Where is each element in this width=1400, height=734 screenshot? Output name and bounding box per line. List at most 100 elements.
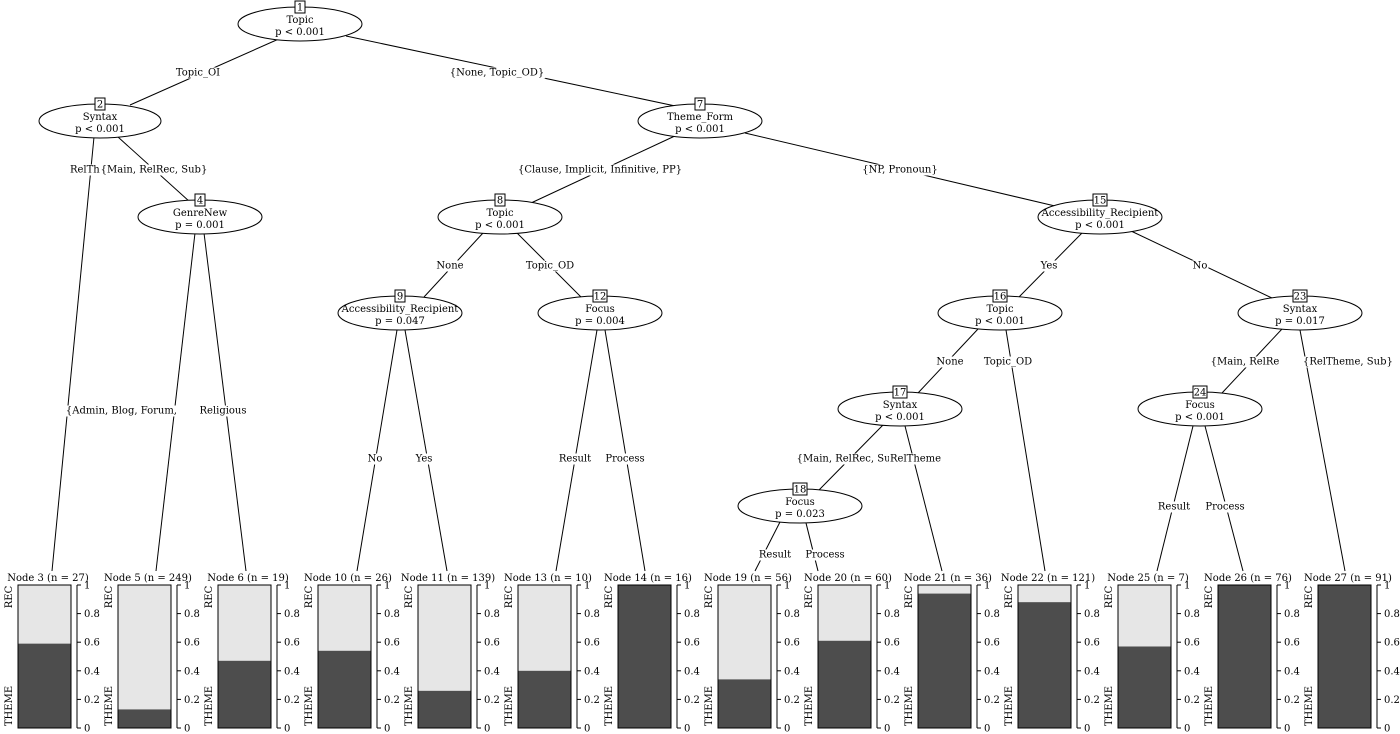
bar-label-theme: THEME — [704, 686, 715, 726]
bar-label-rec: REC — [1304, 585, 1315, 608]
bar-axis-tick-label: 1 — [884, 581, 890, 592]
edge-label-15-16: Yes — [1040, 261, 1058, 272]
bar-axis-tick-label: 1 — [1084, 581, 1090, 592]
bar-axis-tick-label: 0 — [1284, 724, 1290, 734]
bar-axis-tick-label: 0.2 — [584, 695, 600, 706]
bar-axis-tick-label: 0.4 — [584, 666, 600, 677]
bar-axis-tick-label: 0.8 — [884, 609, 900, 620]
edge-label-24-25: Result — [1158, 502, 1190, 513]
terminal-title: Node 19 (n = 56) — [704, 573, 792, 584]
node-id-box — [1192, 385, 1208, 399]
bar-theme-segment — [418, 690, 471, 728]
terminal-title: Node 22 (n = 121) — [1001, 573, 1095, 584]
node-id: 1 — [297, 3, 303, 14]
edge-label-bg — [174, 67, 222, 79]
bar-axis-tick-label: 0.4 — [684, 666, 700, 677]
edge-label-17-18: {Main, RelRec, Sub} — [797, 454, 904, 465]
bar-label-theme: THEME — [804, 686, 815, 726]
bar-frame — [1317, 584, 1372, 729]
bar-axis-tick-label: 0.6 — [784, 638, 800, 649]
node-variable: Topic — [286, 15, 314, 26]
bar-rec-segment — [1118, 585, 1171, 647]
bar-axis-tick-label: 0 — [584, 724, 590, 734]
edge-16-22 — [1005, 329, 1046, 572]
bar-axis-tick-label: 0.4 — [1184, 666, 1200, 677]
bar-label-theme: THEME — [304, 686, 315, 726]
bar-axis-tick-label: 0.4 — [484, 666, 500, 677]
edge-label-bg — [198, 405, 248, 417]
bar-frame — [317, 584, 372, 729]
bar-axis-tick-label: 0.8 — [1384, 609, 1400, 620]
node-id-box — [494, 193, 506, 207]
bar-axis-tick-label: 0.8 — [1084, 609, 1100, 620]
bar-rec-segment — [218, 585, 271, 661]
bar-frame — [117, 584, 172, 729]
bar-label-rec: REC — [1004, 585, 1015, 608]
edge-label-2-4: {Main, RelRec, Sub} — [101, 165, 208, 176]
edge-label-bg — [68, 164, 114, 176]
bar-axis-tick-label: 0 — [84, 724, 90, 734]
bar-axis-tick-label: 0.2 — [1084, 695, 1100, 706]
node-id-box — [294, 0, 306, 14]
edge-label-17-21: RelTheme — [890, 454, 941, 465]
edge-label-7-8: {Clause, Implicit, Infinitive, PP} — [518, 165, 682, 176]
bar-frame — [1217, 584, 1272, 729]
edge-23-27 — [1299, 329, 1346, 572]
node-p-value: p < 0.001 — [475, 220, 525, 231]
edge-label-bg — [366, 453, 384, 465]
bar-axis-tick-label: 1 — [584, 581, 590, 592]
bar-frame — [1017, 584, 1072, 729]
bar-axis-tick-label: 1 — [384, 581, 390, 592]
bar-theme-segment — [918, 593, 971, 728]
bar-label-rec: REC — [704, 585, 715, 608]
bar-theme-segment — [518, 670, 571, 728]
bar-frame — [217, 584, 272, 729]
bar-rec-segment — [18, 585, 71, 644]
edge-label-23-27: {RelTheme, Sub} — [1303, 357, 1393, 368]
edge-label-24-26: Process — [1205, 502, 1244, 513]
bar-axis-tick-label: 0.8 — [784, 609, 800, 620]
edge-4-6 — [203, 232, 247, 572]
node-id: 16 — [994, 292, 1007, 303]
bar-axis-tick-label: 0.8 — [1184, 609, 1200, 620]
edge-label-12-14: Process — [605, 454, 644, 465]
bar-axis-tick-label: 0 — [484, 724, 490, 734]
bar-axis-tick-label: 0.4 — [1284, 666, 1300, 677]
edge-label-bg — [435, 260, 465, 272]
bar-axis-tick-label: 0.4 — [1084, 666, 1100, 677]
edge-label-bg — [804, 549, 846, 561]
edge-12-14 — [604, 329, 646, 572]
edge-18-19 — [754, 521, 781, 572]
node-id-box — [792, 482, 808, 496]
node-variable: Syntax — [1283, 304, 1318, 315]
bar-rec-segment — [518, 585, 571, 671]
bar-label-rec: REC — [204, 585, 215, 608]
edge-label-8-9: None — [436, 261, 463, 272]
edge-label-bg — [1204, 501, 1246, 513]
bar-axis-tick-label: 0 — [984, 724, 990, 734]
terminal-title: Node 14 (n = 16) — [604, 573, 692, 584]
bar-label-theme: THEME — [504, 686, 515, 726]
bar-axis-tick-label: 0.8 — [684, 609, 700, 620]
node-id-box — [1292, 289, 1308, 303]
bar-axis-tick-label: 0.8 — [484, 609, 500, 620]
edge-9-11 — [404, 329, 448, 572]
node-id: 18 — [794, 485, 807, 496]
bar-axis-tick-label: 0 — [1184, 724, 1190, 734]
bar-axis-tick-label: 0.6 — [1384, 638, 1400, 649]
terminal-title: Node 27 (n = 91) — [1304, 573, 1392, 584]
node-variable: Accessibility_Recipient — [1041, 208, 1159, 219]
bar-axis-tick-label: 1 — [1284, 581, 1290, 592]
edges — [51, 35, 1346, 572]
node-variable: Focus — [585, 304, 615, 315]
bar-axis-tick-label: 0.6 — [1084, 638, 1100, 649]
node-id-box — [394, 289, 406, 303]
